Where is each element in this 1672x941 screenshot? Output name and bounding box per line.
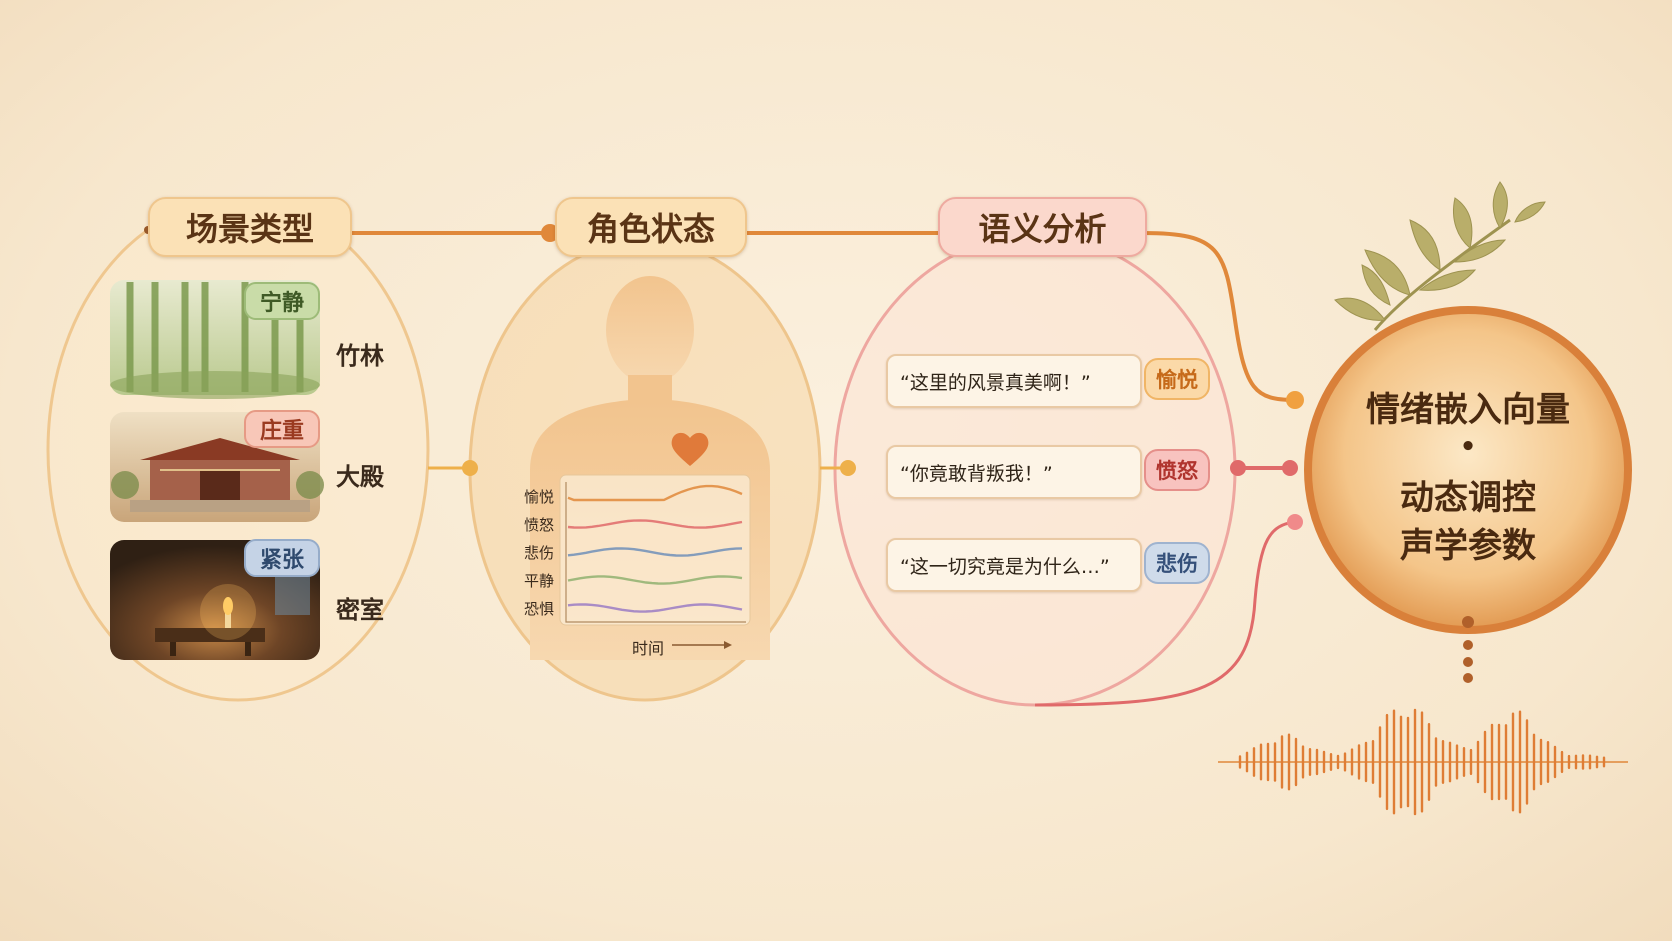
emotion-label-calm: 平静	[524, 572, 555, 590]
emotion-label-fear: 恐惧	[524, 600, 555, 618]
core-title: 情绪嵌入向量	[1366, 390, 1570, 430]
core-bullet: •	[1459, 432, 1477, 462]
emotion-chart-box	[559, 474, 751, 626]
time-arrow	[672, 641, 732, 649]
waveform-icon	[1218, 708, 1628, 816]
scene-label-room: 密室	[336, 596, 384, 624]
character-state-header: 角色状态	[555, 197, 747, 257]
core-circle	[1304, 306, 1632, 634]
emotion-label-anger: 愤怒	[524, 516, 555, 534]
emotion-curve	[567, 603, 743, 613]
emotion-tag-joy: 愉悦	[1144, 358, 1210, 400]
scene-type-header: 场景类型	[148, 197, 352, 257]
mood-tag-solemn: 庄重	[244, 410, 321, 448]
emotion-curve	[567, 547, 743, 557]
emotion-chart	[565, 482, 746, 623]
emotion-label-joy: 愉悦	[524, 488, 555, 506]
mood-tag-tense: 紧张	[244, 539, 321, 577]
mood-tag-calm: 宁静	[244, 282, 321, 320]
core-line-dynamic: 动态调控	[1400, 478, 1536, 518]
emotion-curve	[567, 519, 743, 529]
core-line-acoustic: 声学参数	[1400, 526, 1536, 566]
scene-label-bamboo: 竹林	[336, 342, 384, 370]
emotion-chart-axis	[565, 482, 746, 623]
quote-anger: “你竟敢背叛我！”	[886, 445, 1142, 499]
scene-label-hall: 大殿	[336, 463, 384, 491]
leaf-icon	[1334, 181, 1546, 331]
time-axis-label: 时间	[632, 639, 665, 658]
semantic-analysis-header: 语义分析	[938, 197, 1147, 257]
quote-sadness: “这一切究竟是为什么…”	[886, 538, 1142, 592]
emotion-label-sadness: 悲伤	[524, 544, 555, 562]
emotion-curve	[567, 575, 743, 585]
emotion-tag-sadness: 悲伤	[1144, 542, 1210, 584]
emotion-tag-anger: 愤怒	[1144, 449, 1210, 491]
emotion-curve	[567, 484, 743, 502]
heart-shape	[671, 432, 709, 466]
quote-joy: “这里的风景真美啊！”	[886, 354, 1142, 408]
